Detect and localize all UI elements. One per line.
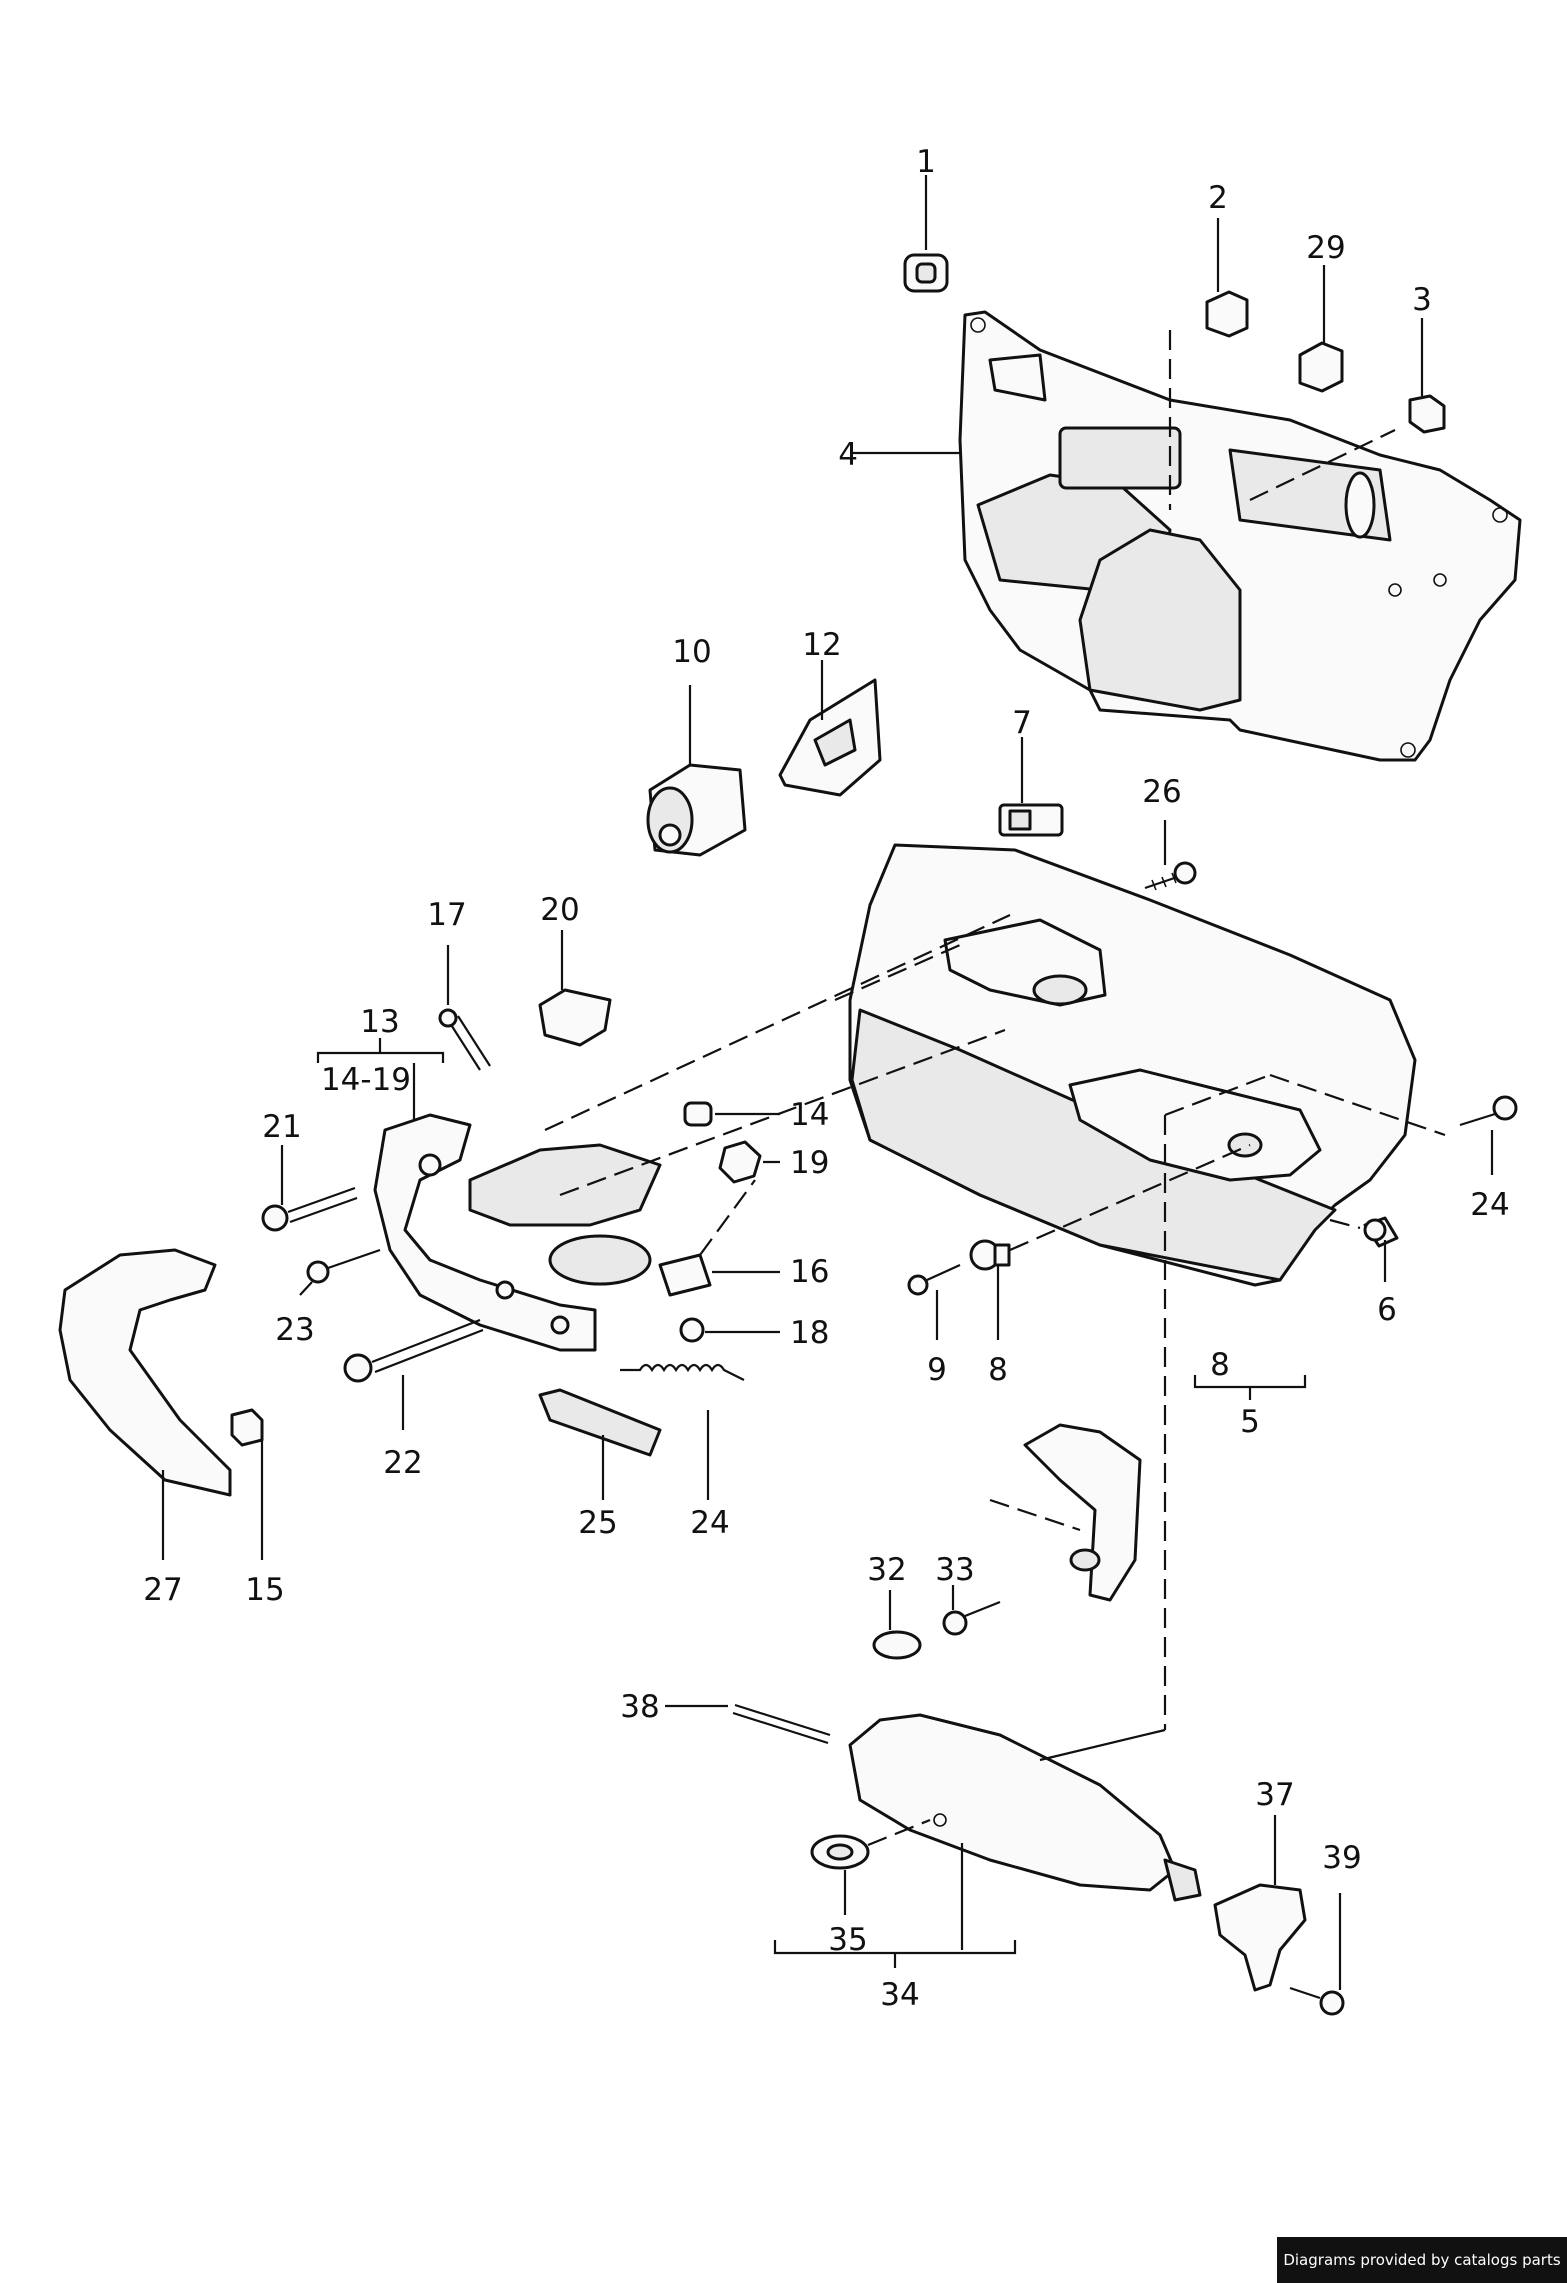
- part-32-cap: [872, 1590, 922, 1660]
- part-22-screw: [343, 1318, 484, 1430]
- part-18-clip: [679, 1317, 780, 1343]
- part-25-foam-strip: [538, 1388, 662, 1500]
- part-20-connector: [538, 930, 612, 1047]
- part-34-door-pull-handle: [848, 1713, 1202, 1950]
- callout-4: 4: [838, 437, 858, 473]
- part-16-lever: [658, 1179, 780, 1297]
- callout-25: 25: [578, 1505, 617, 1541]
- callout-21: 21: [262, 1109, 301, 1145]
- callout-2: 2: [1208, 180, 1228, 216]
- bracket-13-14-19: [316, 1038, 445, 1120]
- callout-5: 5: [1240, 1404, 1260, 1440]
- callout-18: 18: [790, 1315, 829, 1351]
- part-33-screw: [942, 1585, 1001, 1636]
- part-13-handle-bracket: [373, 914, 1011, 1352]
- part-29-clip: [1298, 265, 1344, 393]
- callout-39: 39: [1322, 1840, 1361, 1876]
- part-23-screw: [299, 1248, 381, 1296]
- callout-19: 19: [790, 1145, 829, 1181]
- part-21-screw: [261, 1145, 358, 1232]
- credit-banner: Diagrams provided by catalogs parts: [1277, 2237, 1567, 2283]
- part-26-screw: [1144, 820, 1197, 891]
- callout-8-clip: 8: [988, 1352, 1008, 1388]
- part-8-clip: [969, 1143, 1251, 1340]
- part-door-panel-corner-detail: [989, 1423, 1142, 1602]
- callout-37: 37: [1255, 1777, 1294, 1813]
- part-4-door-carrier-panel: [850, 310, 1522, 762]
- callout-17: 17: [427, 897, 466, 933]
- part-14-grommet: [683, 1101, 780, 1127]
- callout-7: 7: [1012, 705, 1032, 741]
- part-12-switch-bezel: [778, 660, 882, 797]
- part-1-grommet: [903, 175, 949, 293]
- callout-1: 1: [916, 144, 936, 180]
- callout-32: 32: [867, 1552, 906, 1588]
- callout-33: 33: [935, 1552, 974, 1588]
- callout-10: 10: [672, 634, 711, 670]
- part-19-nut: [718, 1140, 780, 1184]
- part-10-window-switch: [646, 685, 747, 857]
- callout-16: 16: [790, 1254, 829, 1290]
- callout-6: 6: [1377, 1292, 1397, 1328]
- part-7-connector: [998, 737, 1064, 837]
- part-27-armrest-trim: [58, 1248, 232, 1560]
- part-35-insert: [810, 1818, 931, 1915]
- bracket-8-5: [1193, 1375, 1307, 1400]
- part-9-screw: [907, 1263, 961, 1340]
- callout-35: 35: [828, 1922, 867, 1958]
- part-2-clip: [1205, 218, 1249, 338]
- callout-26: 26: [1142, 774, 1181, 810]
- part-38-pin: [665, 1703, 831, 1745]
- bracket-34: [773, 1940, 1017, 1968]
- callout-24-screw: 24: [1470, 1187, 1509, 1223]
- callout-14-19: 14-19: [321, 1062, 411, 1098]
- part-15-clip: [230, 1408, 264, 1560]
- callout-20: 20: [540, 892, 579, 928]
- part-37-handle-bracket: [1213, 1815, 1307, 1992]
- part-6-clip: [1329, 1216, 1399, 1282]
- callout-24-spring: 24: [690, 1505, 729, 1541]
- part-5-door-trim-panel: [834, 843, 1446, 1730]
- callout-23: 23: [275, 1312, 314, 1348]
- callout-22: 22: [383, 1445, 422, 1481]
- callout-27: 27: [143, 1572, 182, 1608]
- callout-3: 3: [1412, 282, 1432, 318]
- callout-34: 34: [880, 1977, 919, 2013]
- callout-29: 29: [1306, 230, 1345, 266]
- callout-38: 38: [620, 1689, 659, 1725]
- part-24-spring: [620, 1363, 745, 1500]
- callout-13: 13: [360, 1004, 399, 1040]
- callout-14: 14: [790, 1097, 829, 1133]
- callout-8-bracket: 8: [1210, 1347, 1230, 1383]
- part-39-screw: [1289, 1893, 1345, 2016]
- part-3-clip: [1408, 318, 1446, 434]
- callout-12: 12: [802, 627, 841, 663]
- callout-9: 9: [927, 1352, 947, 1388]
- part-17-pin: [438, 945, 491, 1071]
- callout-15: 15: [245, 1572, 284, 1608]
- part-24-screw: [1459, 1095, 1518, 1175]
